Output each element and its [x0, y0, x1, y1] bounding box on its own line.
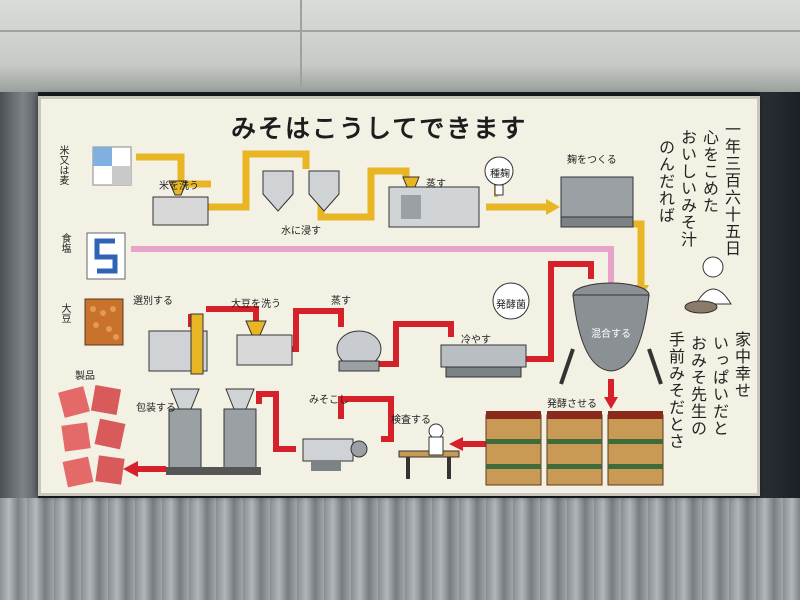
step-package: 包装する — [136, 403, 176, 414]
rice-steamer — [388, 176, 480, 228]
handwritten-col-4: のんだれば — [656, 139, 675, 224]
label-salt: 食塩 — [59, 233, 70, 253]
step-soak: 水に浸す — [281, 226, 321, 237]
board-title: みそはこうしてできます — [231, 114, 528, 143]
curtain — [0, 498, 800, 600]
rice-icon — [92, 146, 132, 186]
handwritten-col-2: 心をこめた — [700, 129, 719, 214]
step-make-koji: 麹をつくる — [567, 155, 617, 166]
cooler-machine — [440, 344, 527, 378]
soaking-tanks — [262, 170, 340, 212]
soy-path — [206, 306, 259, 324]
step-inspect: 検査する — [391, 415, 431, 426]
label-products: 製品 — [75, 371, 95, 382]
fermentation-barrels — [485, 411, 664, 486]
step-steam-rice: 蒸す — [426, 179, 446, 190]
woman-illustration — [684, 256, 732, 314]
step-mix: 混合する — [591, 329, 631, 340]
ceiling-seam — [0, 30, 800, 32]
soy-washer — [236, 320, 293, 366]
step-steam-soy: 蒸す — [331, 296, 351, 307]
product-boxes — [58, 384, 126, 488]
selector-machine — [148, 313, 208, 375]
ceiling-seam — [300, 0, 302, 92]
rice-path — [136, 153, 211, 188]
mixer-machine — [559, 282, 663, 385]
step-select: 選別する — [133, 296, 173, 307]
soy-path — [376, 321, 454, 367]
handwritten-col-3: おいしいみそ汁 — [678, 129, 697, 248]
rice-path — [621, 220, 645, 289]
label-rice-or-barley: 米又は麦 — [57, 145, 68, 185]
arrow-head — [449, 437, 463, 451]
ceiling — [0, 0, 800, 92]
handwritten-col-1: 一年三百六十五日 — [722, 121, 741, 257]
rice-washer-machine — [152, 180, 209, 226]
step-ferment: 発酵させる — [547, 399, 597, 410]
koji-seed-flask — [484, 156, 514, 196]
inspection-table — [398, 423, 460, 479]
arrow-head — [123, 461, 138, 477]
step-wash-soy: 大豆を洗う — [231, 299, 281, 310]
step-yeast: 発酵菌 — [496, 300, 526, 311]
handwritten-col-8: 手前みそだとさ — [666, 331, 685, 450]
salt-icon — [86, 232, 126, 280]
soy-path — [521, 261, 594, 362]
arrow-head — [604, 397, 618, 409]
yeast-circle — [492, 282, 530, 320]
rice-path — [206, 150, 310, 211]
rice-path — [317, 167, 410, 221]
arrow-head — [546, 199, 560, 215]
soy-steamer — [336, 330, 382, 372]
flow-paths — [58, 146, 732, 488]
step-wash-rice: 米を洗う — [159, 181, 199, 192]
step-strain: みそこし — [309, 395, 349, 406]
step-cool: 冷やす — [461, 335, 491, 346]
packaging-machines — [166, 388, 261, 475]
label-soybeans: 大豆 — [59, 303, 70, 323]
handwritten-col-5: 家中幸せ — [732, 331, 751, 399]
handwritten-col-6: いっぱいだと — [710, 335, 729, 437]
step-koji-seed: 種麹 — [490, 169, 510, 180]
soy-path — [338, 396, 394, 442]
soy-path — [256, 391, 296, 452]
soybean-icon — [84, 298, 124, 346]
handwritten-col-7: おみそ先生の — [688, 335, 707, 437]
strainer-machine — [302, 438, 368, 471]
miso-process-board: みそはこうしてできます 米又は麦 食塩 大豆 製品 米を洗う 水に浸す 蒸す 種… — [38, 96, 760, 496]
koji-maker — [560, 176, 634, 228]
salt-path — [131, 246, 614, 284]
